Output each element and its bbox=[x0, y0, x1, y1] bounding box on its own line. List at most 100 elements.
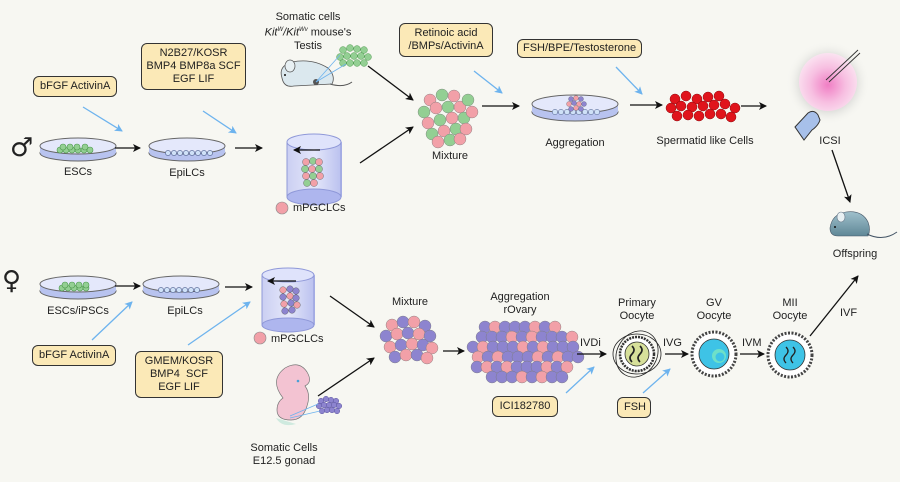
rovary-cell bbox=[555, 370, 569, 384]
pgclc-legend-dot-male bbox=[275, 201, 289, 215]
label-epilcs-female: EpiLCs bbox=[167, 305, 203, 317]
factor-line: BMP4 SCF bbox=[149, 368, 209, 380]
testis-line-2 bbox=[315, 63, 347, 83]
dish-escs-female bbox=[39, 275, 117, 300]
rovary-cell bbox=[566, 340, 580, 354]
label-epilcs-male: EpiLCs bbox=[169, 167, 205, 179]
label-mpgclcs-female: mPGCLCs bbox=[271, 333, 324, 345]
arrow-somatic-to-mixture-female bbox=[317, 357, 375, 397]
factor-box-n2b27: N2B27/KOSR BMP4 BMP8a SCF EGF LIF bbox=[141, 43, 246, 90]
factor-box-bfgf-activina-female: bFGF ActivinA bbox=[32, 345, 117, 366]
gonad-line-2-text: E12.5 gonad bbox=[252, 455, 316, 467]
kit-gene: Kit bbox=[264, 26, 278, 39]
label-escs-ipscs: ESCs/iPSCs bbox=[47, 305, 109, 317]
label-mpgclcs-male: mPGCLCs bbox=[293, 202, 346, 214]
label-gv-oocyte: GV Oocyte bbox=[689, 297, 739, 323]
factor-arrow-4-male bbox=[615, 66, 643, 95]
culture-cylinder-female bbox=[261, 267, 315, 333]
culture-cylinder-male bbox=[286, 133, 342, 206]
factor-arrow-1-female bbox=[91, 301, 133, 341]
arrow-pgclc-to-mixture-male bbox=[359, 126, 414, 164]
mii-oocyte-icon bbox=[766, 331, 814, 379]
male-symbol: ♂ bbox=[10, 133, 34, 163]
factor-box-ici182780: ICI182780 bbox=[492, 396, 558, 417]
step-label-ivg: IVG bbox=[663, 337, 682, 349]
aggregation-dish-male bbox=[531, 94, 619, 122]
factor-box-fsh-bpe-testosterone: FSH/BPE/Testosterone bbox=[517, 39, 643, 58]
label-primary-oocyte: Primary Oocyte bbox=[612, 297, 662, 323]
factor-arrow-3-male bbox=[473, 70, 503, 94]
label-somatic-cells-testis: Somatic cells KitW/KitWv mouse's Testis bbox=[248, 11, 368, 53]
label-somatic-cells-gonad: Somatic Cells E12.5 gonad bbox=[244, 442, 324, 468]
dish-epilcs-male bbox=[148, 137, 226, 162]
icsi-egg-icon bbox=[786, 41, 870, 141]
dish-escs-male bbox=[39, 137, 117, 162]
factor-line: BMP4 BMP8a SCF bbox=[146, 60, 241, 72]
factor-box-bfgf-activina-male: bFGF ActivinA bbox=[33, 76, 118, 97]
rovary-line-2: rOvary bbox=[503, 304, 537, 316]
kit-gene-2: /Kit bbox=[283, 26, 300, 39]
step-label-ivdi: IVDi bbox=[580, 337, 601, 349]
testis-line-1 bbox=[315, 54, 341, 83]
offspring-mouse-icon bbox=[829, 211, 898, 238]
factor-line: N2B27/KOSR bbox=[159, 47, 228, 59]
mouse-suffix: mouse's bbox=[307, 26, 352, 39]
primary-oocyte-icon bbox=[612, 330, 662, 378]
somatic-cells-cluster-male bbox=[336, 44, 372, 67]
gonad-line-2 bbox=[289, 410, 321, 419]
somatic-cells-cluster-female bbox=[316, 396, 343, 415]
arrow-pgclc-to-mixture-female bbox=[329, 295, 375, 328]
gv-line-2: Oocyte bbox=[696, 310, 732, 322]
label-offspring: Offspring bbox=[832, 248, 878, 260]
factor-box-retinoic-acid: Retinoic acid /BMPs/ActivinA bbox=[399, 23, 493, 57]
mii-line-2: Oocyte bbox=[772, 310, 808, 322]
arrow-icsi-to-offspring bbox=[831, 149, 852, 203]
mii-line-1: MII bbox=[782, 297, 798, 309]
arrow-somatic-to-mixture-male bbox=[367, 65, 414, 101]
pgclc-legend-dot-female bbox=[253, 331, 267, 345]
rovary-cell bbox=[560, 360, 574, 374]
label-mixture-male: Mixture bbox=[431, 150, 469, 162]
mixture-cluster-male bbox=[417, 88, 479, 149]
factor-box-fsh: FSH bbox=[617, 397, 651, 418]
label-aggregation-male: Aggregation bbox=[545, 137, 605, 149]
label-icsi: ICSI bbox=[819, 135, 841, 147]
label-aggregation-rovary: Aggregation rOvary bbox=[480, 291, 560, 317]
factor-line: GMEM/KOSR bbox=[144, 355, 214, 367]
kit-allele-1: W bbox=[277, 27, 284, 33]
gv-oocyte-icon bbox=[690, 330, 738, 378]
factor-arrow-2-female bbox=[187, 301, 251, 346]
label-mii-oocyte: MII Oocyte bbox=[765, 297, 815, 323]
embryo-icon bbox=[276, 364, 310, 426]
kit-allele-2: Wv bbox=[299, 27, 308, 33]
gonad-line-1-text: Somatic Cells bbox=[250, 442, 318, 454]
step-label-ivf: IVF bbox=[840, 307, 858, 319]
somatic-line-1: Somatic cells bbox=[275, 11, 341, 23]
factor-arrow-2-male bbox=[202, 110, 237, 134]
arrow-ivf bbox=[809, 275, 859, 337]
dish-epilcs-female bbox=[142, 275, 220, 300]
label-spermatid-like-cells: Spermatid like Cells bbox=[656, 135, 754, 147]
rovary-cell bbox=[571, 350, 585, 364]
female-symbol: ♀ bbox=[2, 266, 22, 296]
somatic-line-2: KitW/KitWv mouse's bbox=[248, 24, 368, 40]
factor-line: EGF LIF bbox=[158, 381, 200, 393]
rovary-line-1: Aggregation bbox=[490, 291, 550, 303]
primary-line-1: Primary bbox=[618, 297, 656, 309]
gv-line-1: GV bbox=[706, 297, 722, 309]
mixture-cluster-female bbox=[379, 315, 439, 365]
factor-arrow-fsh bbox=[642, 368, 671, 394]
factor-arrow-1-male bbox=[82, 106, 123, 132]
label-mixture-female: Mixture bbox=[391, 296, 429, 308]
factor-line: EGF LIF bbox=[172, 73, 215, 85]
factor-arrow-ici bbox=[565, 366, 595, 394]
factor-line: Retinoic acid bbox=[414, 27, 478, 39]
primary-line-2: Oocyte bbox=[619, 310, 655, 322]
label-escs-male: ESCs bbox=[63, 166, 93, 178]
factor-line: /BMPs/ActivinA bbox=[408, 40, 484, 52]
rovary-cluster bbox=[466, 320, 585, 384]
factor-box-gmem: GMEM/KOSR BMP4 SCF EGF LIF bbox=[135, 351, 223, 398]
spermatid-cells bbox=[665, 90, 741, 123]
